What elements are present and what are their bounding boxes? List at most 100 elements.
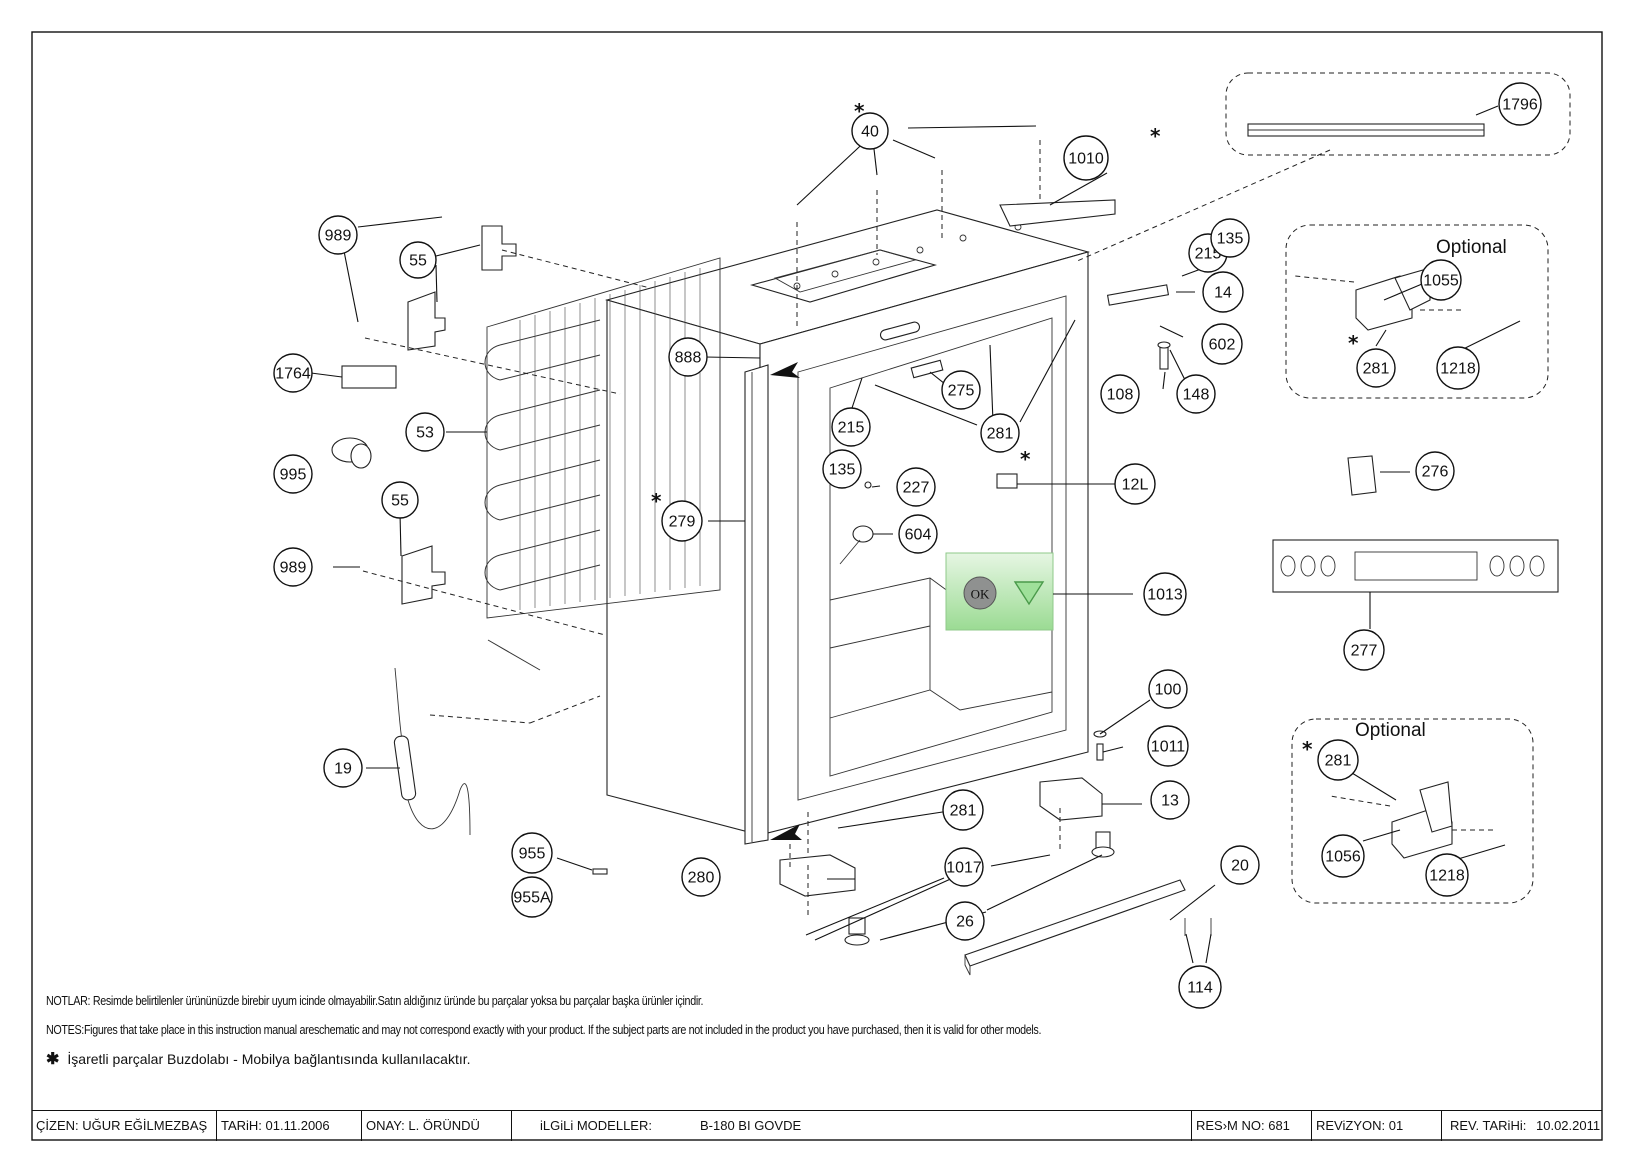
callout-number: 276 [1422,464,1449,481]
callout-number: 602 [1209,337,1236,354]
control-panel-277 [1272,539,1559,593]
callout-602: 602 [1201,323,1243,365]
callout-number: 215 [838,420,865,437]
title-block: ÇİZEN: UĞUR EĞİLMEZBAŞ TARiH: 01.11.2006… [32,1110,1602,1141]
callout-12L: 12L [1114,463,1156,505]
callout-number: 19 [334,761,352,778]
block-280 [779,854,856,897]
callout-888: 888 [668,337,708,377]
cabinet-body [604,199,1116,845]
callout-number: 100 [1155,682,1182,699]
callout-circle [1220,845,1260,885]
callout-number: 955A [513,890,551,907]
capacitor-995 [331,437,372,469]
part-604 [839,525,874,565]
callout-1013: 1013 [1143,572,1187,616]
part-227 [864,481,872,489]
ok-button-icon [963,576,997,610]
callout-number: 13 [1161,793,1179,810]
callout-1218a: 1218 [1436,346,1480,390]
switch-12L [996,473,1018,489]
callout-100: 100 [1148,669,1188,709]
callout-number: 53 [416,425,434,442]
callout-55b: 55 [381,481,419,519]
callout-1017: 1017 [944,847,984,887]
callout-circle [1176,374,1216,414]
note-star: ✱İşaretli parçalar Buzdolabı - Mobilya b… [46,1049,1566,1069]
callout-995: 995 [273,454,313,494]
callout-number: 888 [675,350,702,367]
callout-circle [1343,629,1385,671]
callout-circle [1114,463,1156,505]
callout-989b: 989 [273,547,313,587]
callout-number: 281 [1325,753,1352,770]
foot-26 [844,831,1115,946]
part-275 [910,359,944,379]
callout-number: 1055 [1423,273,1459,290]
part-108 [1157,341,1171,370]
rail-20 [964,879,1186,976]
callout-circle [941,370,981,410]
callout-281d: 281 [1317,739,1359,781]
callout-circle [944,847,984,887]
tb-drawing-no: RES›M NO: 681 [1192,1111,1312,1141]
callout-number: 1013 [1147,587,1183,604]
tb-models-label: iLGiLi MODELLER: [540,1118,652,1133]
callout-circle [1356,348,1396,388]
callout-number: 108 [1107,387,1134,404]
callout-14: 14 [1202,271,1244,313]
callout-circle [1201,323,1243,365]
tb-rev-date-value: 10.02.2011 [1536,1118,1601,1133]
callout-circle [273,454,313,494]
callout-circle [1321,834,1365,878]
callout-1010: 1010 [1063,135,1109,181]
callout-number: 135 [1217,231,1244,248]
callout-number: 1010 [1068,151,1104,168]
callout-circle [273,547,313,587]
callout-number: 26 [956,914,974,931]
callout-280: 280 [681,857,721,897]
callout-bubbles: 4010101796989551764539955598919955955A88… [273,82,1542,1009]
callout-number: 279 [669,514,696,531]
callout-108: 108 [1100,374,1140,414]
leader-lines [310,105,1521,964]
callout-1796: 1796 [1498,82,1542,126]
callout-circle [898,514,938,554]
callout-number: 1218 [1429,868,1465,885]
callout-13: 13 [1150,780,1190,820]
bracket-55-mid [407,291,446,351]
arrow-top [770,362,800,378]
callout-circle [323,748,363,788]
callout-number: 989 [325,228,352,245]
callout-circle [1436,346,1480,390]
svg-text:*: * [1348,331,1359,355]
part-1011 [1096,743,1104,761]
callout-955: 955 [511,832,553,874]
callout-circle [668,337,708,377]
tb-rev-date: REV. TARiHi: 10.02.2011 [1442,1111,1602,1141]
callout-number: 281 [1363,361,1390,378]
callout-circle [511,832,553,874]
callout-number: 277 [1351,643,1378,660]
callout-number: 40 [861,124,879,141]
notes-block: NOTLAR: Resimde belirtilenler ürününüzde… [46,994,1566,1069]
part-1013-highlight: OK [945,552,1054,631]
callout-number: 995 [280,467,307,484]
callout-148: 148 [1176,374,1216,414]
callout-1056: 1056 [1321,834,1365,878]
callout-275: 275 [941,370,981,410]
callout-circle [273,353,313,393]
callout-26: 26 [945,901,985,941]
callout-number: 281 [950,803,977,820]
optional-box-top [1285,224,1549,399]
callout-number: 989 [280,560,307,577]
star-symbol: ✱ [46,1051,60,1068]
callout-circle [1202,271,1244,313]
callout-number: 14 [1214,285,1232,302]
assembly-lines [362,140,1494,918]
callout-604: 604 [898,514,938,554]
callout-281a: 281 [980,413,1020,453]
callout-circle [318,215,358,255]
callout-number: 20 [1231,858,1249,875]
